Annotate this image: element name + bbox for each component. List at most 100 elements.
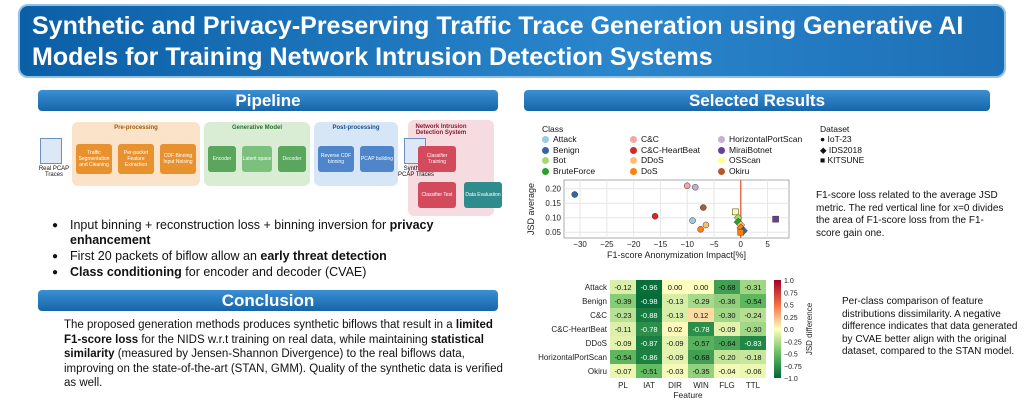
legend-swatch <box>630 157 637 164</box>
legend-item: OSScan <box>718 155 761 166</box>
y-tick-label: 0.15 <box>545 199 561 208</box>
legend-swatch <box>542 136 549 143</box>
cell-value: -0.64 <box>718 339 735 348</box>
heatmap-cell <box>636 322 662 336</box>
heatmap-cell <box>740 308 766 322</box>
data-point <box>692 184 699 191</box>
nids-title: Network Intrusion Detection System <box>415 124 467 136</box>
colorbar-tick: −0.5 <box>784 352 798 359</box>
legend-item: Benign <box>542 145 579 156</box>
y-tick-label: 0.10 <box>545 214 561 223</box>
cell-value: -0.36 <box>718 297 735 306</box>
legend-label: Bot <box>553 155 566 165</box>
heatmap-cell <box>688 364 714 378</box>
cell-value: -0.31 <box>744 283 761 292</box>
bullet-item: First 20 packets of biflow allow an earl… <box>52 249 472 264</box>
row-label: Benign <box>582 297 607 306</box>
cell-value: -0.18 <box>744 353 761 362</box>
x-tick-label: −15 <box>654 240 668 249</box>
cell-value: -0.57 <box>692 339 709 348</box>
cell-value: 0.00 <box>694 283 709 292</box>
heatmap-cell <box>636 364 662 378</box>
heatmap-cell <box>688 294 714 308</box>
x-axis-label: Feature <box>673 390 703 400</box>
row-label: DDoS <box>586 339 607 348</box>
plot-area <box>563 179 790 239</box>
heatmap-cell <box>662 308 688 322</box>
row-label: C&C <box>590 311 607 320</box>
bullet-item: Class conditioning for encoder and decod… <box>52 265 472 280</box>
y-tick-label: 0.05 <box>545 228 561 237</box>
reverse-cdf-box: Reverse CDF binning <box>318 146 354 172</box>
heatmap-cell <box>740 322 766 336</box>
legend-swatch <box>630 146 637 154</box>
heatmap-cell <box>610 294 636 308</box>
heatmap-cell <box>740 350 766 364</box>
decoder-box: Decoder <box>278 146 306 172</box>
legend-label: Benign <box>553 144 580 155</box>
cell-value: -0.68 <box>718 283 735 292</box>
heatmap-cell <box>714 308 740 322</box>
cell-value: -0.13 <box>666 297 683 306</box>
x-tick-label: −10 <box>680 240 694 249</box>
latent-box: Latent space <box>242 146 272 172</box>
x-tick-label: 5 <box>765 240 770 249</box>
cell-value: -0.54 <box>744 297 761 306</box>
data-point <box>702 221 710 229</box>
heatmap-cell <box>714 350 740 364</box>
row-label: HorizontalPortScan <box>538 353 607 362</box>
legend-swatch <box>542 167 549 175</box>
legend-label: C&C <box>641 134 659 144</box>
y-axis-label: JSD average <box>526 183 536 235</box>
heatmap-cell <box>688 336 714 350</box>
heatmap-cell <box>662 322 688 336</box>
heatmap-cell <box>714 322 740 336</box>
cell-value: -0.83 <box>744 339 761 348</box>
legend-swatch <box>718 167 725 175</box>
legend-item: C&C-HeartBeat <box>630 145 700 156</box>
colorbar-tick: −0.25 <box>784 339 802 346</box>
y-tick-label: 0.20 <box>545 185 561 194</box>
conclusion-heading: Conclusion <box>38 290 498 311</box>
legend-item: Okiru <box>718 166 749 177</box>
pcap-building-box: PCAP building <box>360 146 394 172</box>
heatmap-cell <box>714 280 740 294</box>
cell-value: -0.35 <box>692 367 709 376</box>
legend-item: C&C <box>630 134 659 145</box>
heatmap-cell <box>636 294 662 308</box>
generative-title: Generative Model <box>231 125 282 131</box>
scatter-note: F1-score loss related to the average JSD… <box>816 190 1004 239</box>
real-pcap-label: Real PCAP Traces <box>38 166 70 178</box>
legend-label: HorizontalPortScan <box>729 134 803 144</box>
cell-value: -0.98 <box>640 297 657 306</box>
postprocessing-title: Post-processing <box>332 125 380 131</box>
legend-label: DoS <box>641 165 658 176</box>
preprocessing-title: Pre-processing <box>114 125 158 131</box>
cell-value: -0.39 <box>614 297 631 306</box>
legend-label: Okiru <box>729 165 750 176</box>
legend-swatch <box>630 136 637 143</box>
pipeline-heading: Pipeline <box>38 90 498 111</box>
cell-value: -0.06 <box>744 367 761 376</box>
document-icon <box>40 138 62 164</box>
cell-value: -0.96 <box>640 283 657 292</box>
cell-value: -0.24 <box>744 311 761 320</box>
heatmap-cell <box>662 364 688 378</box>
legend-label: BruteForce <box>553 165 596 176</box>
cell-value: -0.09 <box>666 353 683 362</box>
cell-value: -0.09 <box>718 325 735 334</box>
heatmap-cell <box>688 350 714 364</box>
cell-value: -0.51 <box>640 367 657 376</box>
heatmap-cell <box>714 364 740 378</box>
column-label: PL <box>618 381 628 390</box>
heatmap-cell <box>610 322 636 336</box>
row-label: Attack <box>585 283 608 292</box>
heatmap-cell <box>610 364 636 378</box>
cell-value: -0.30 <box>744 325 761 334</box>
colorbar-tick: −1.0 <box>784 376 798 383</box>
pipeline-diagram: Real PCAP Traces Pre-processing Traffic … <box>36 116 506 216</box>
heatmap-cell <box>662 280 688 294</box>
legend-swatch <box>630 167 637 175</box>
bullet-item: Input binning + reconstruction loss + bi… <box>52 218 472 248</box>
classifier-training-box: Classifier Training <box>418 146 456 172</box>
